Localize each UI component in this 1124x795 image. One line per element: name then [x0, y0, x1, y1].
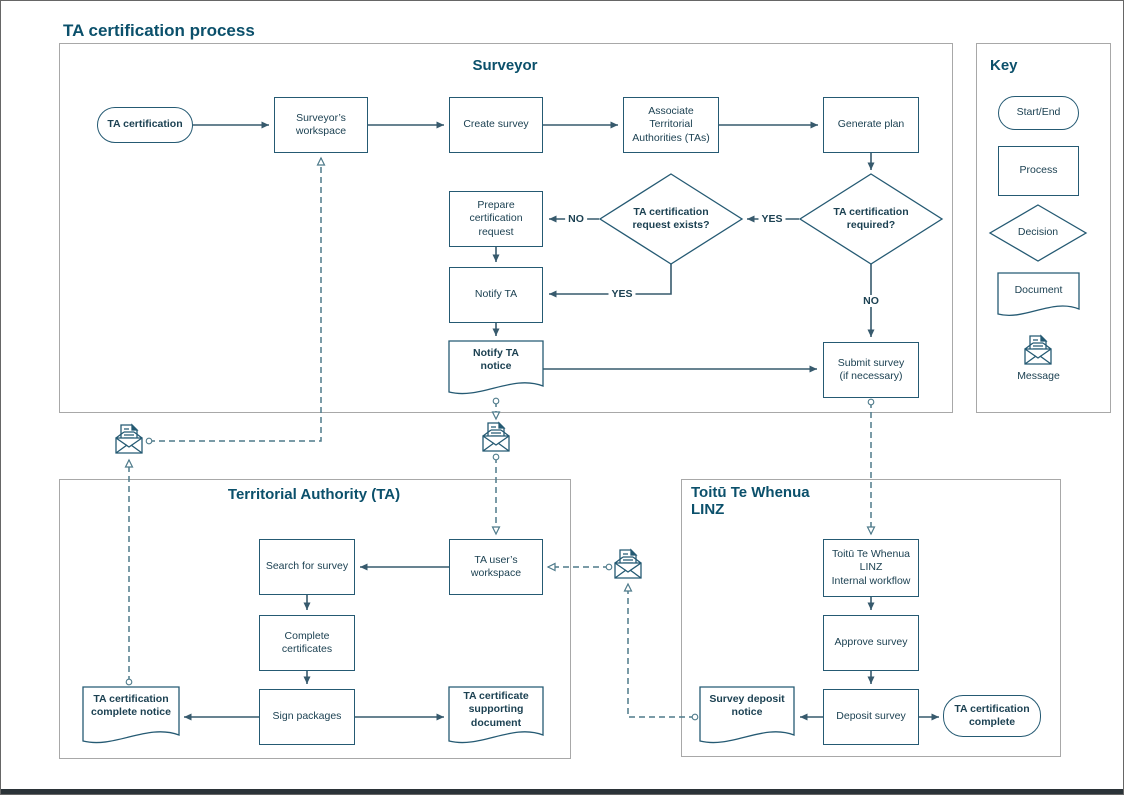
- lane-title-ta: Territorial Authority (TA): [227, 486, 401, 503]
- message-icon: [115, 424, 143, 454]
- key-document-label: Document: [1014, 284, 1063, 297]
- node-submit-survey: Submit survey (if necessary): [823, 342, 919, 398]
- node-search-for-survey: Search for survey: [259, 539, 355, 595]
- message-envelope-to-surveyor-workspace: [145, 156, 326, 445]
- node-generate-plan: Generate plan: [823, 97, 919, 153]
- lane-title-linz: Toitū Te Whenua LINZ: [691, 484, 810, 518]
- page-title: TA certification process: [63, 21, 255, 40]
- label-ta-cert-required: TA certification required?: [833, 205, 909, 231]
- node-notify-ta: Notify TA: [449, 267, 543, 323]
- bottom-border: [1, 789, 1123, 794]
- lane-surveyor: [59, 43, 953, 413]
- node-ta-certification: TA certification: [97, 107, 193, 143]
- node-ta-certification-complete: TA certification complete: [943, 695, 1041, 737]
- key-document-shape: [997, 272, 1080, 316]
- node-approve-survey: Approve survey: [823, 615, 919, 671]
- edge-label-exists-yes: YES: [608, 288, 636, 300]
- document-survey-deposit-notice: [699, 686, 795, 744]
- connector-exists-yes: [549, 261, 672, 298]
- key-message-label: Message: [1017, 370, 1060, 383]
- lane-title-key: Key: [990, 57, 1018, 74]
- node-prepare-cert-request: Prepare certification request: [449, 191, 543, 247]
- label-ta-cert-request-exists: TA certification request exists?: [632, 205, 710, 231]
- key-start-end: Start/End: [998, 96, 1079, 130]
- document-ta-cert-supporting: [448, 686, 544, 744]
- label-ta-cert-supporting-doc: TA certificate supporting document: [463, 690, 529, 729]
- node-linz-internal-workflow: Toitū Te Whenua LINZ Internal workflow: [823, 539, 919, 597]
- key-decision-label: Decision: [1017, 226, 1059, 239]
- message-deposit-notice-to-envelope: [623, 582, 699, 721]
- node-complete-certificates: Complete certificates: [259, 615, 355, 671]
- label-ta-cert-complete-notice: TA certification complete notice: [91, 692, 171, 718]
- decision-ta-cert-required: [798, 173, 944, 265]
- decision-ta-cert-request-exists: [598, 173, 744, 265]
- node-deposit-survey: Deposit survey: [823, 689, 919, 745]
- message-icon: [614, 549, 642, 579]
- node-ta-users-workspace: TA user’s workspace: [449, 539, 543, 595]
- label-survey-deposit-notice: Survey deposit notice: [709, 692, 785, 718]
- node-sign-packages: Sign packages: [259, 689, 355, 745]
- label-notify-ta-notice: Notify TA notice: [473, 346, 519, 372]
- lane-territorial-authority: [59, 479, 571, 759]
- edge-label-required-no: NO: [860, 295, 882, 307]
- node-surveyors-workspace: Surveyor’s workspace: [274, 97, 368, 153]
- message-icon: [482, 422, 510, 452]
- key-decision-shape: [988, 204, 1088, 262]
- key-process: Process: [998, 146, 1079, 196]
- edge-label-required-yes: YES: [758, 213, 786, 225]
- edge-label-exists-no: NO: [565, 213, 587, 225]
- key-message-icon: [1024, 335, 1052, 365]
- lane-title-surveyor: Surveyor: [472, 57, 538, 74]
- key-panel: [976, 43, 1111, 413]
- document-ta-cert-complete-notice: [82, 686, 180, 744]
- document-notify-ta-notice: [448, 340, 544, 395]
- node-create-survey: Create survey: [449, 97, 543, 153]
- node-associate-tas: Associate Territorial Authorities (TAs): [623, 97, 719, 153]
